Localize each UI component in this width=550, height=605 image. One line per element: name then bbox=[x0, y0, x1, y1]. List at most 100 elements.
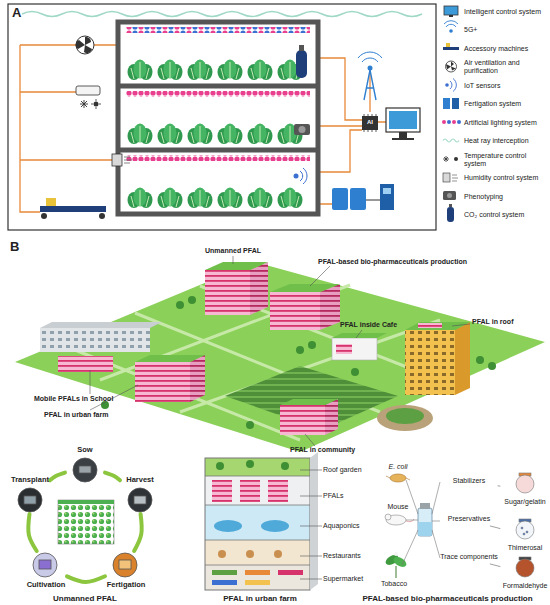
school-building bbox=[40, 322, 162, 328]
heat-ray-line bbox=[22, 12, 422, 17]
city-field bbox=[386, 408, 424, 424]
air-conditioner-icon bbox=[76, 86, 100, 95]
legend-item: Heat ray interception bbox=[464, 133, 548, 150]
vial-icon bbox=[420, 503, 430, 509]
urban-farm-building bbox=[261, 520, 289, 532]
cycle-arc bbox=[67, 576, 105, 582]
process-photo bbox=[119, 560, 131, 569]
legend-item: 5G+ bbox=[464, 22, 548, 39]
pfal-building bbox=[280, 405, 325, 435]
callout-label: PFAL in urban farm bbox=[44, 411, 134, 419]
roof-pfal-building bbox=[405, 322, 470, 395]
legend-item: Accessory machines bbox=[464, 40, 548, 57]
callout-label: PFALs bbox=[323, 492, 378, 500]
pfal-building bbox=[280, 399, 338, 405]
ecoli-icon bbox=[386, 476, 410, 480]
node-label: Sow bbox=[77, 446, 92, 454]
legend-icon bbox=[449, 15, 453, 17]
accessory-machine-icon bbox=[40, 206, 106, 212]
leader-line bbox=[402, 480, 440, 565]
growing-rack bbox=[118, 22, 318, 214]
fertigation-tank-icon bbox=[380, 184, 394, 210]
legend-text: Phenotyping bbox=[464, 193, 503, 201]
ai-chip-icon bbox=[362, 116, 378, 130]
legend-item: Intelligent control system bbox=[464, 3, 548, 20]
legend-icon bbox=[446, 61, 457, 72]
bottle-icon bbox=[516, 473, 534, 577]
urban-farm-building bbox=[205, 505, 310, 540]
pfal-building bbox=[250, 262, 268, 315]
vegetable-grid bbox=[58, 500, 114, 544]
process-photo bbox=[33, 553, 57, 577]
callout-label: Roof garden bbox=[323, 466, 378, 474]
air-conditioner-icon bbox=[91, 99, 101, 109]
heat-ray-line bbox=[22, 12, 422, 17]
phenotyping-camera-icon bbox=[294, 124, 310, 135]
process-photo bbox=[128, 488, 152, 512]
tree bbox=[176, 301, 184, 309]
mouse-icon bbox=[385, 514, 414, 525]
growing-rack bbox=[118, 148, 318, 153]
vial-icon bbox=[418, 508, 432, 536]
pfal-building bbox=[135, 362, 190, 402]
accessory-machine-icon bbox=[99, 213, 105, 219]
process-photo bbox=[113, 553, 137, 577]
legend-icon bbox=[444, 6, 458, 15]
lettuce-plant bbox=[128, 124, 153, 145]
bottle-icon bbox=[516, 521, 534, 539]
node-label: Transplant bbox=[11, 476, 49, 484]
urban-farm-building bbox=[268, 480, 288, 502]
iot-sensor-icon bbox=[300, 168, 307, 184]
urban-farm-building bbox=[245, 570, 270, 575]
cycle-arc bbox=[105, 473, 120, 481]
ai-chip-icon bbox=[362, 114, 378, 132]
process-step: Fertigation bbox=[105, 551, 147, 589]
node-label: Fertigation bbox=[107, 581, 146, 589]
node-label: Harvest bbox=[126, 476, 154, 484]
antenna-icon bbox=[364, 70, 376, 100]
leader-line bbox=[402, 480, 418, 565]
growing-rack bbox=[118, 22, 318, 214]
tree bbox=[188, 296, 196, 304]
legend-icon bbox=[442, 6, 461, 222]
legend-text: Humidity control system bbox=[464, 174, 538, 182]
callout-label: E. coli bbox=[380, 463, 416, 471]
urban-farm-building bbox=[216, 462, 224, 470]
vegetable-grid bbox=[58, 500, 114, 544]
urban-farm-building bbox=[310, 452, 318, 590]
fertigation-tank-icon bbox=[366, 200, 380, 201]
urban-farm-building bbox=[214, 520, 242, 532]
urban-farm-building bbox=[246, 550, 254, 558]
urban-farm-building bbox=[278, 570, 303, 575]
legend-item: Artificial lighting system bbox=[464, 114, 548, 131]
tree bbox=[476, 356, 484, 364]
lettuce-plant bbox=[188, 60, 213, 81]
led-strip bbox=[126, 27, 310, 33]
pfal-building bbox=[205, 262, 268, 270]
city-ground bbox=[15, 262, 545, 452]
legend-text: Heat ray interception bbox=[464, 137, 529, 145]
urban-farm-building bbox=[205, 458, 310, 476]
process-photo bbox=[73, 458, 97, 482]
urban-farm-building bbox=[274, 550, 282, 558]
pfal-building bbox=[325, 399, 338, 435]
callout-label: Supermarket bbox=[323, 575, 378, 583]
lettuce-plant bbox=[218, 60, 243, 81]
urban-farm-building bbox=[245, 580, 270, 585]
connector-line bbox=[490, 564, 500, 567]
pfal-building bbox=[205, 270, 250, 315]
cafe-building bbox=[332, 338, 377, 360]
connector-line bbox=[490, 526, 500, 529]
lettuce-plant bbox=[128, 60, 153, 81]
legend-icon bbox=[443, 173, 450, 182]
legend-icon bbox=[454, 157, 458, 161]
fan-icon bbox=[76, 36, 94, 54]
legend-item: Phenotyping bbox=[464, 188, 548, 205]
process-step: Sow bbox=[65, 446, 105, 484]
callout-label: PFAL in community bbox=[290, 446, 380, 454]
roof-pfal-building bbox=[418, 323, 442, 328]
bottle-icon bbox=[516, 475, 534, 493]
callout-label: Unmanned PFAL bbox=[196, 247, 270, 255]
